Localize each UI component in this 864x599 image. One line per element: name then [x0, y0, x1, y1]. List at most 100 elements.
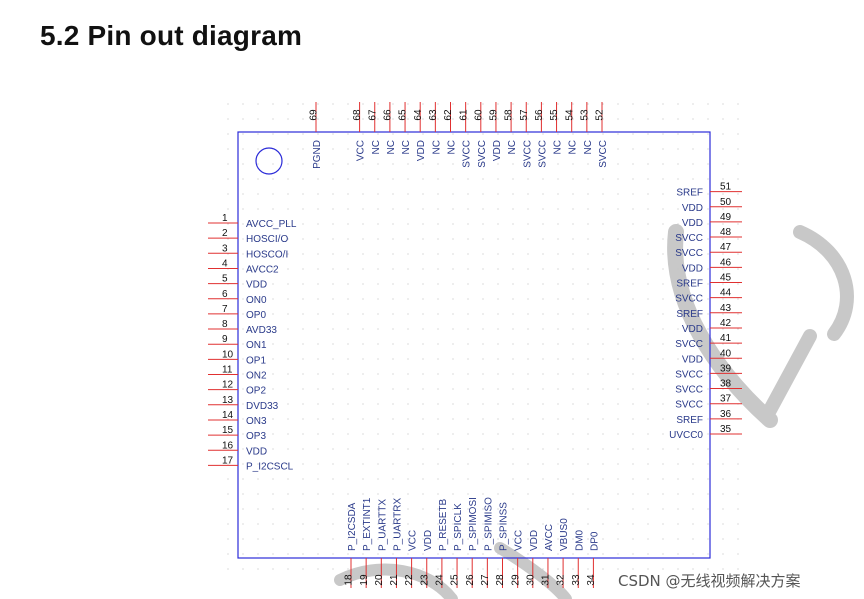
grid-dot [512, 313, 514, 315]
grid-dot [287, 523, 289, 525]
grid-dot [437, 508, 439, 510]
grid-dot [632, 343, 634, 345]
grid-dot [407, 148, 409, 150]
grid-dot [377, 328, 379, 330]
grid-dot [317, 223, 319, 225]
grid-dot [362, 388, 364, 390]
grid-dot [647, 313, 649, 315]
grid-dot [467, 568, 469, 570]
grid-dot [527, 193, 529, 195]
grid-dot [287, 493, 289, 495]
grid-dot [512, 343, 514, 345]
grid-dot [542, 178, 544, 180]
grid-dot [452, 523, 454, 525]
grid-dot [362, 433, 364, 435]
grid-dot [602, 478, 604, 480]
grid-dot [317, 208, 319, 210]
pin-label: SVCC [522, 140, 533, 168]
grid-dot [482, 178, 484, 180]
grid-dot [392, 523, 394, 525]
grid-dot [482, 253, 484, 255]
grid-dot [527, 313, 529, 315]
watermark-stroke [763, 329, 817, 417]
grid-dot [557, 163, 559, 165]
grid-dot [467, 433, 469, 435]
grid-dot [722, 283, 724, 285]
grid-dot [452, 478, 454, 480]
grid-dot [437, 418, 439, 420]
grid-dot [362, 268, 364, 270]
grid-dot [437, 163, 439, 165]
grid-dot [377, 478, 379, 480]
grid-dot [437, 193, 439, 195]
grid-dot [347, 193, 349, 195]
grid-dot [272, 418, 274, 420]
grid-dot [572, 448, 574, 450]
grid-dot [692, 538, 694, 540]
pin-number: 5 [222, 274, 228, 285]
grid-dot [542, 103, 544, 105]
grid-dot [452, 238, 454, 240]
grid-dot [482, 208, 484, 210]
grid-dot [602, 298, 604, 300]
grid-dot [242, 163, 244, 165]
grid-dot [602, 133, 604, 135]
grid-dot [302, 238, 304, 240]
grid-dot [302, 193, 304, 195]
grid-dot [542, 448, 544, 450]
grid-dot [392, 328, 394, 330]
grid-dot [527, 448, 529, 450]
grid-dot [497, 403, 499, 405]
pin-label: P_SPIMOSI [468, 497, 479, 551]
grid-dot [302, 553, 304, 555]
pin-label: DM0 [574, 529, 585, 551]
grid-dot [332, 343, 334, 345]
grid-dot [587, 343, 589, 345]
grid-dot [587, 298, 589, 300]
grid-dot [452, 553, 454, 555]
grid-dot [422, 193, 424, 195]
grid-dot [317, 253, 319, 255]
grid-dot [347, 103, 349, 105]
grid-dot [482, 103, 484, 105]
grid-dot [362, 403, 364, 405]
grid-dot [647, 538, 649, 540]
pin-number: 3 [222, 243, 228, 254]
grid-dot [392, 313, 394, 315]
grid-dot [287, 418, 289, 420]
grid-dot [347, 133, 349, 135]
grid-dot [482, 553, 484, 555]
grid-dot [272, 343, 274, 345]
grid-dot [632, 388, 634, 390]
grid-dot [572, 178, 574, 180]
grid-dot [257, 478, 259, 480]
grid-dot [617, 238, 619, 240]
grid-dot [287, 103, 289, 105]
grid-dot [407, 328, 409, 330]
grid-dot [707, 238, 709, 240]
grid-dot [632, 193, 634, 195]
grid-dot [452, 268, 454, 270]
grid-dot [377, 253, 379, 255]
grid-dot [437, 463, 439, 465]
grid-dot [302, 373, 304, 375]
grid-dot [272, 268, 274, 270]
pin-label: P_UARTTX [377, 499, 388, 551]
grid-dot [392, 553, 394, 555]
grid-dot [497, 388, 499, 390]
pin-number: 16 [222, 440, 234, 451]
grid-dot [257, 118, 259, 120]
grid-dot [407, 343, 409, 345]
grid-dot [602, 223, 604, 225]
grid-dot [677, 553, 679, 555]
pin-label: VDD [416, 140, 427, 161]
grid-dot [272, 238, 274, 240]
grid-dot [317, 568, 319, 570]
grid-dot [347, 358, 349, 360]
grid-dot [617, 328, 619, 330]
grid-dot [572, 418, 574, 420]
grid-dot [452, 568, 454, 570]
pin-number: 25 [450, 574, 461, 586]
grid-dot [317, 343, 319, 345]
grid-dot [437, 568, 439, 570]
